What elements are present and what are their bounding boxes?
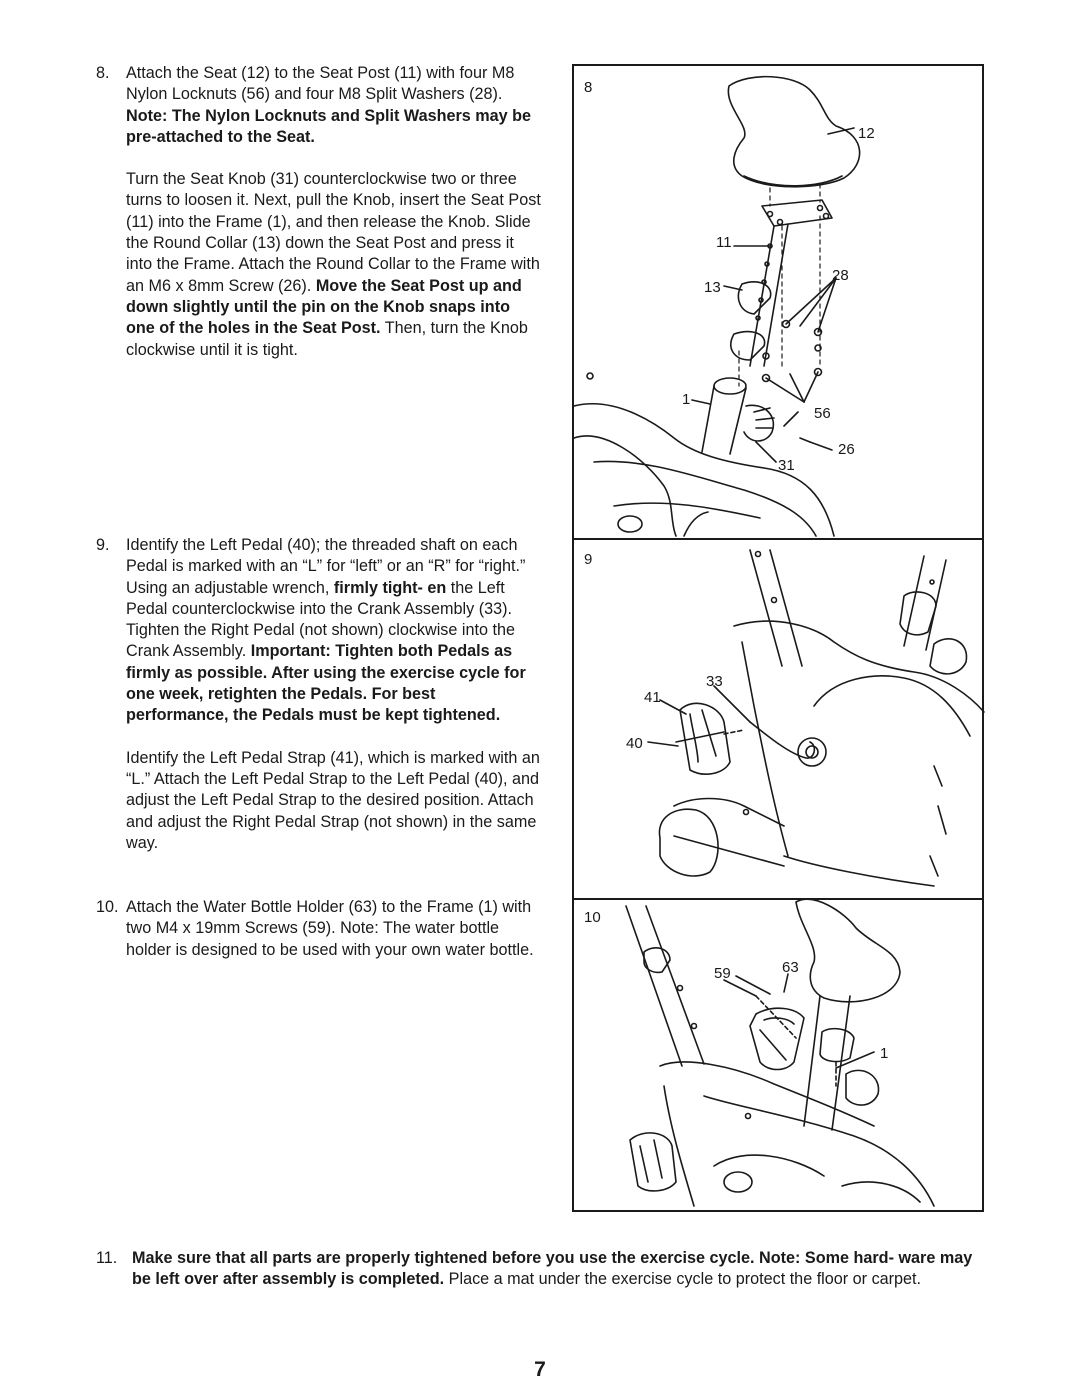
callout-screws: 59 [714,965,731,982]
figure-8 [574,75,861,537]
figure-8-number: 8 [584,79,592,96]
bold-note: Move the Seat Post up and down slightly … [126,276,522,338]
text-run: Then, turn the Knob clockwise until it i… [126,319,528,359]
callout-bottle-holder: 63 [782,959,799,976]
step-paragraph: Attach the Water Bottle Holder (63) to t… [126,898,534,959]
figure-frame: 8 12 11 28 13 1 56 26 31 9 33 41 40 10 6… [572,64,985,1212]
figure-10-number: 10 [584,909,601,926]
callout-pedal-strap: 41 [644,689,661,706]
figure-9 [647,549,985,887]
seat-post-drawing [749,225,775,367]
text-run: the Left Pedal counterclockwise into the… [126,578,516,661]
step-paragraph: Turn the Seat Knob (31) counterclockwise… [126,169,541,361]
step-number: 8. [96,64,110,82]
bold-note: firmly tight- en [333,578,447,597]
text-run: Place a mat under the exercise cycle to … [444,1270,922,1289]
step-body: Make sure that all parts are properly ti… [132,1248,977,1291]
callout-round-collar: 13 [704,279,721,296]
bold-note: Make sure that all parts are properly ti… [132,1249,973,1289]
callout-frame-10: 1 [880,1045,888,1062]
page-number: 7 [534,1358,546,1381]
step-number: 9. [96,536,110,554]
step-number: 11. [96,1249,118,1267]
seat-drawing [727,75,861,188]
callout-screw: 26 [838,441,855,458]
step-paragraph: Attach the Seat (12) to the Seat Post (1… [126,63,541,148]
step-paragraph: Identify the Left Pedal Strap (41), whic… [126,748,540,852]
callout-seat-knob: 31 [778,457,795,474]
callout-left-pedal: 40 [626,735,643,752]
callout-seat-post: 11 [716,234,732,251]
figure-divider [574,538,982,540]
step-number: 10. [96,898,119,916]
text-run: Identify the Left Pedal (40); the thread… [126,536,526,597]
step-paragraph: Identify the Left Pedal (40); the thread… [126,535,541,727]
bold-note: Important: Tighten both Pedals as firmly… [126,642,526,725]
figure-10 [625,898,935,1207]
figure-divider [574,898,982,900]
callout-frame: 1 [682,391,690,408]
step-body: Attach the Water Bottle Holder (63) to t… [126,897,541,961]
callout-locknuts: 56 [814,405,831,422]
callout-crank-assembly: 33 [706,673,723,690]
step-body: Attach the Seat (12) to the Seat Post (1… [126,63,541,361]
figure-9-number: 9 [584,551,592,568]
frame-tube-drawing [701,385,715,453]
callout-seat: 12 [858,125,875,142]
bold-note: Note: The Nylon Locknuts and Split Washe… [126,106,532,146]
callout-split-washers: 28 [832,267,849,284]
text-run: Attach the Seat (12) to the Seat Post (1… [126,64,515,104]
assembly-illustrations: 8 12 11 28 13 1 56 26 31 9 33 41 40 10 6… [574,75,985,1207]
step-paragraph: Make sure that all parts are properly ti… [132,1248,977,1291]
step-body: Identify the Left Pedal (40); the thread… [126,535,541,854]
text-run: Turn the Seat Knob (31) counterclockwise… [126,170,541,295]
